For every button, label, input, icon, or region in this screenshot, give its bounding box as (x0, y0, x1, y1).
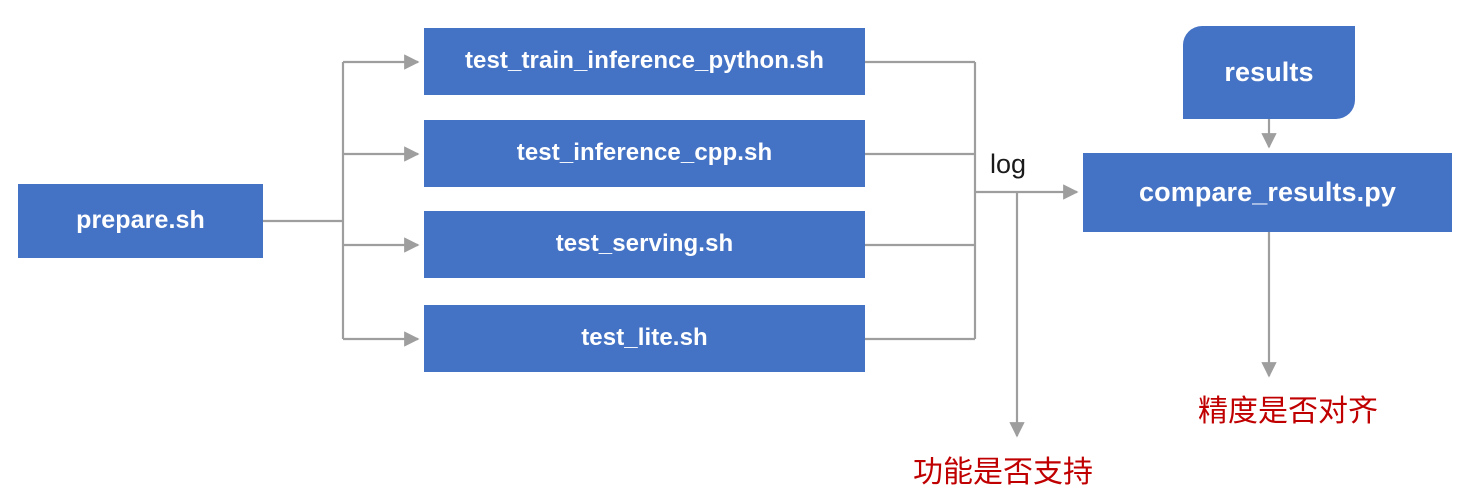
node-prepare-sh-label: prepare.sh (76, 206, 205, 235)
node-test-lite-sh[interactable]: test_lite.sh (424, 305, 865, 372)
edge-label-log: log (990, 149, 1027, 179)
node-results[interactable]: results (1183, 26, 1355, 119)
node-test-serving-sh[interactable]: test_serving.sh (424, 211, 865, 278)
node-compare-results-py-label: compare_results.py (1139, 176, 1396, 207)
node-test-train-inference-python-sh-label: test_train_inference_python.sh (464, 47, 825, 75)
node-compare-results-py[interactable]: compare_results.py (1083, 153, 1452, 232)
node-prepare-sh[interactable]: prepare.sh (18, 184, 263, 258)
node-test-inference-cpp-sh-label: test_inference_cpp.sh (516, 139, 773, 167)
node-test-inference-cpp-sh[interactable]: test_inference_cpp.sh (424, 120, 865, 187)
node-results-label: results (1224, 56, 1314, 87)
node-test-serving-sh-label: test_serving.sh (555, 230, 734, 258)
node-test-train-inference-python-sh[interactable]: test_train_inference_python.sh (424, 28, 865, 95)
node-test-lite-sh-label: test_lite.sh (581, 324, 708, 352)
note-precision-aligned: 精度是否对齐 (1198, 394, 1378, 429)
note-function-supported: 功能是否支持 (913, 455, 1093, 490)
